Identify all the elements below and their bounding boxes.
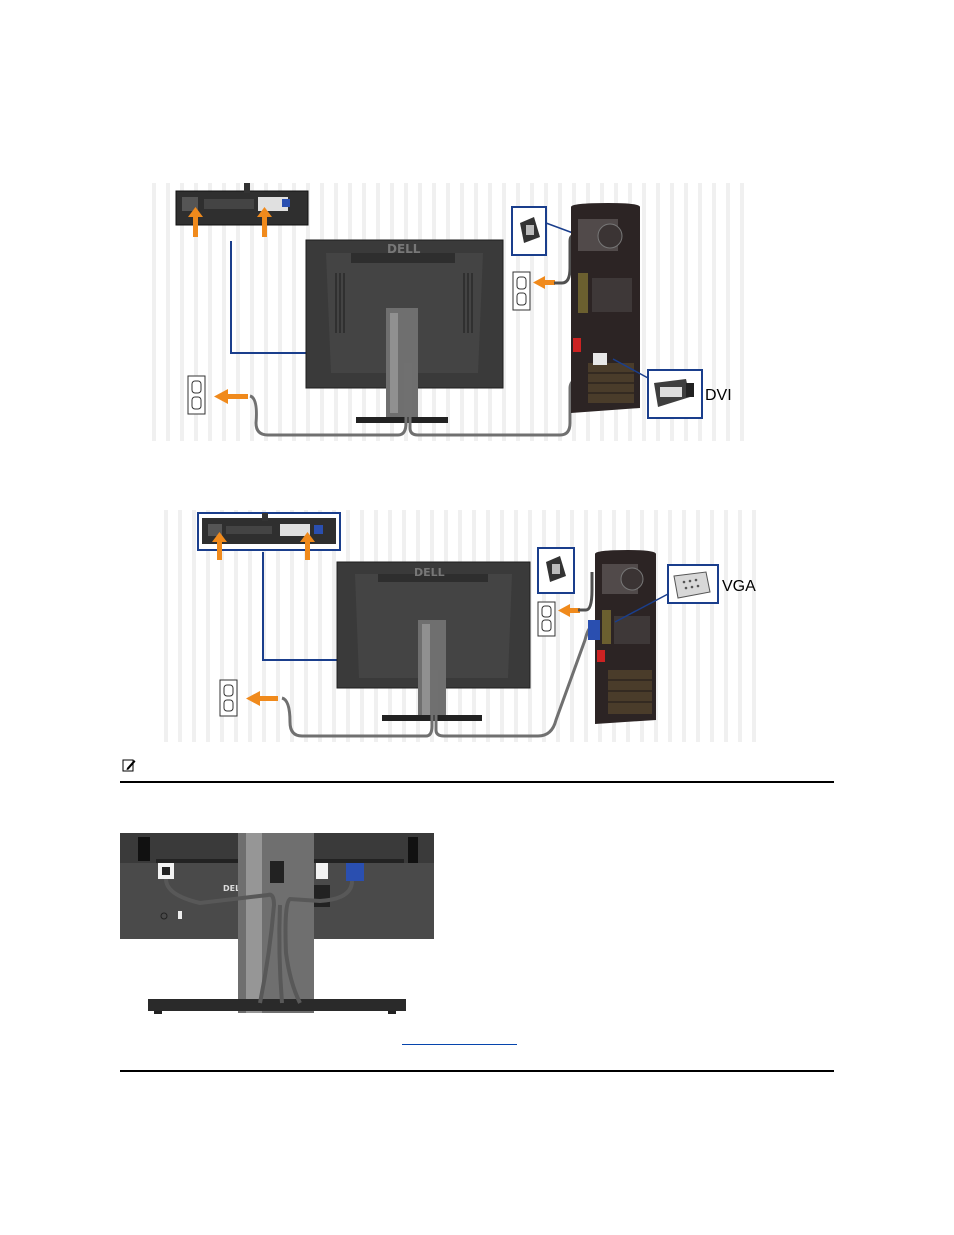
section-divider-bottom — [120, 1070, 834, 1072]
orange-arrow — [188, 207, 272, 237]
note-pencil-icon — [122, 759, 136, 772]
reference-link[interactable] — [402, 1034, 517, 1045]
vga-label: VGA — [722, 578, 756, 595]
dvi-diagram: DELL — [148, 183, 748, 441]
computer-tower — [571, 203, 640, 413]
vga-diagram: DELL — [160, 510, 758, 742]
figure-dvi-connection: DELL — [148, 183, 748, 441]
monitor-rear: DELL — [305, 239, 504, 423]
dvi-label: DVI — [705, 387, 732, 404]
wall-outlet — [187, 375, 206, 415]
orange-arrow — [246, 691, 278, 706]
monitor-logo: DELL — [414, 566, 445, 579]
monitor-rear: DELL — [336, 561, 531, 721]
figure-cable-routing: DELL — [120, 833, 434, 1017]
orange-arrow — [214, 389, 248, 404]
cable-routing-diagram: DELL — [120, 833, 434, 1017]
orange-arrow — [212, 532, 315, 560]
section-divider — [120, 781, 834, 783]
computer-tower — [588, 550, 656, 724]
orange-arrow — [533, 276, 555, 289]
wall-outlet — [219, 679, 238, 717]
wall-outlet — [537, 601, 556, 637]
orange-arrow — [558, 604, 580, 617]
monitor-logo: DELL — [387, 242, 421, 256]
monitor-logo: DELL — [223, 884, 245, 893]
routed-cables — [164, 878, 354, 1004]
wall-outlet — [512, 271, 531, 311]
figure-vga-connection: DELL — [160, 510, 758, 742]
monitor-bottom-panel — [202, 513, 336, 544]
monitor-stand — [148, 833, 406, 1014]
